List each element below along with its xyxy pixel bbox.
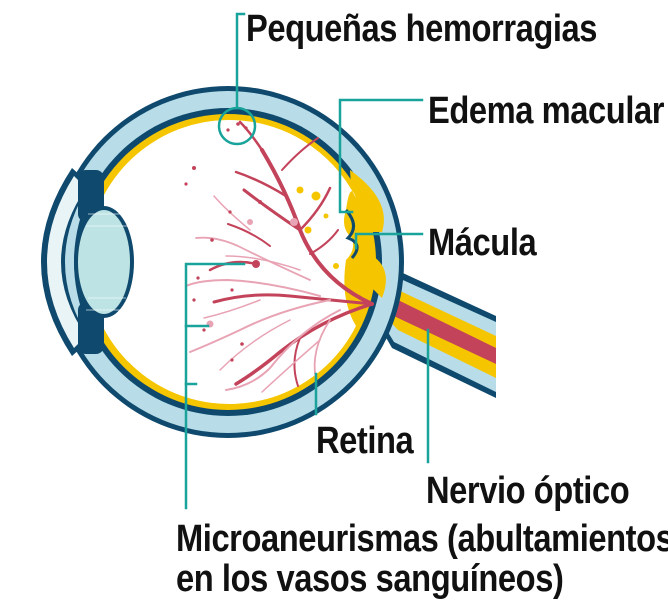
label-microaneurismas-line2: en los vasos sanguíneos)	[176, 558, 563, 601]
label-pequenas-hemorragias: Pequeñas hemorragias	[246, 8, 597, 51]
label-edema-macular: Edema macular	[428, 90, 664, 133]
label-nervio-optico: Nervio óptico	[426, 470, 629, 513]
label-retina: Retina	[316, 420, 413, 463]
label-microaneurismas-line1: Microaneurismas (abultamientos	[176, 518, 668, 561]
label-macula: Mácula	[428, 222, 536, 265]
